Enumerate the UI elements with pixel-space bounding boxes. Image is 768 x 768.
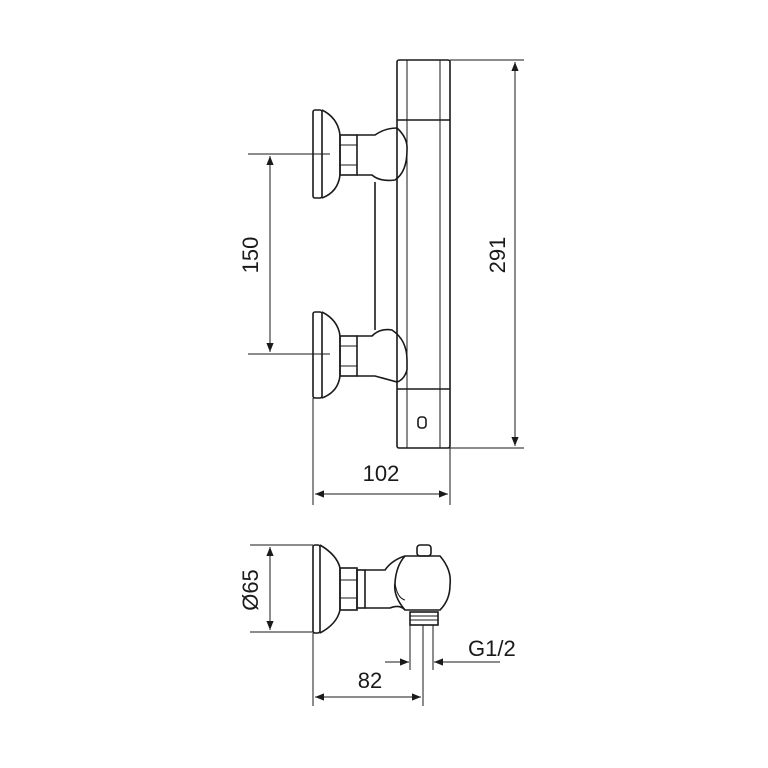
outlet-thread (409, 611, 439, 626)
outlet-hole-icon (417, 416, 427, 429)
side-view: Ø65 G1/2 82 (238, 544, 516, 706)
dimension-flange-diameter: Ø65 (238, 544, 313, 633)
dimension-label-82: 82 (358, 668, 382, 693)
dimension-label-150: 150 (238, 237, 263, 274)
dimension-label-291: 291 (485, 237, 510, 274)
dimension-label-102: 102 (363, 461, 400, 486)
dimension-outlet-thread: G1/2 (385, 625, 516, 670)
dimension-label-g1-2: G1/2 (468, 636, 516, 661)
dimension-depth: 102 (312, 398, 451, 505)
dimension-label-diameter-65: Ø65 (238, 569, 263, 611)
lower-inlet (312, 311, 408, 399)
dimension-inlet-spacing: 150 (238, 153, 330, 355)
mixer-body-bar (396, 59, 451, 449)
knob-cap (416, 544, 432, 557)
front-view: 150 291 102 (238, 59, 524, 505)
dimension-height: 291 (450, 59, 524, 449)
dimension-outlet-offset: 82 (312, 625, 424, 706)
